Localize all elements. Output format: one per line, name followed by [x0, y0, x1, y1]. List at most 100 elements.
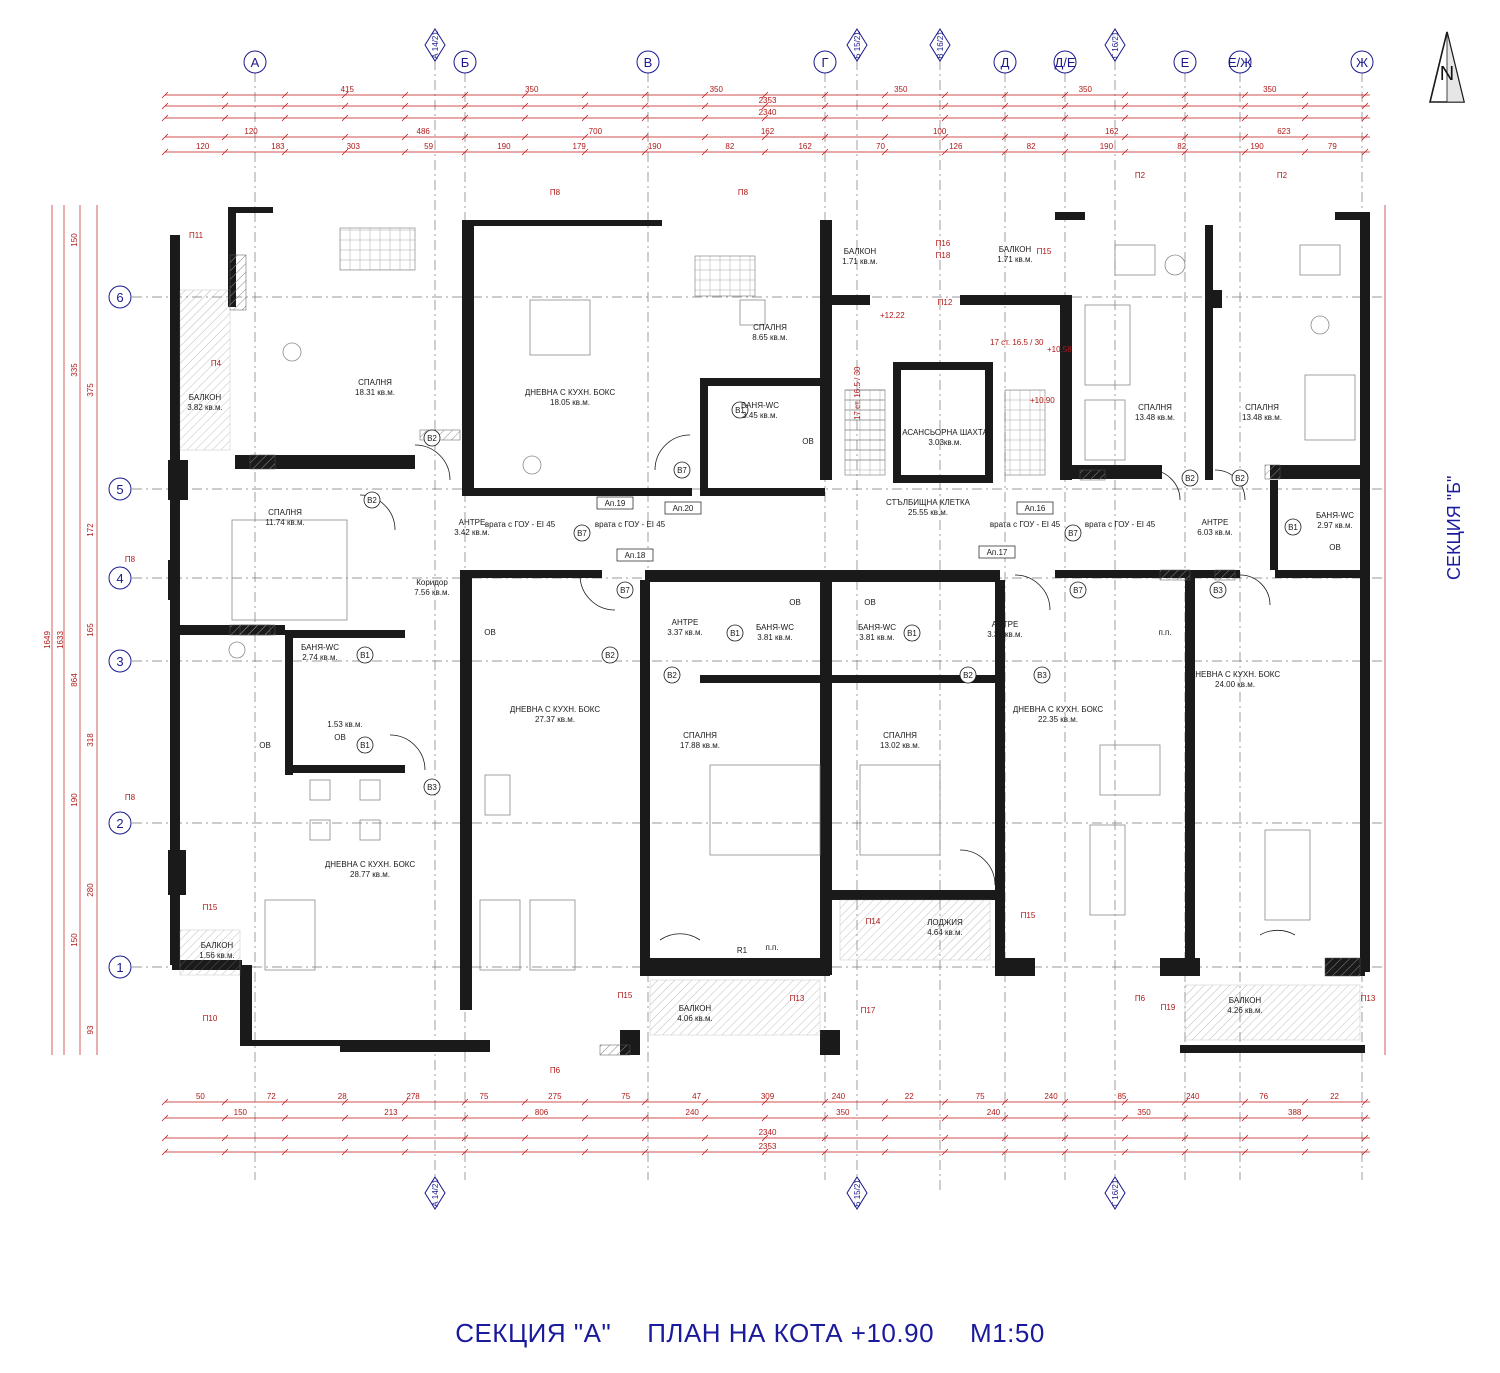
dimension-tick	[761, 1098, 769, 1106]
dimension-tick	[761, 1114, 769, 1122]
room-area: 3.81 кв.м.	[757, 633, 793, 642]
dimension-tick	[581, 148, 589, 156]
door-tag-text: В2	[427, 434, 437, 443]
dimension-tick	[401, 133, 409, 141]
dimension-text: 162	[798, 142, 812, 151]
apartment-label: Ап.17	[978, 545, 1016, 559]
dimension-text: 388	[1288, 1108, 1302, 1117]
room-area: 27.37 кв.м.	[535, 715, 575, 724]
section-marker: Б 15/21	[846, 28, 868, 62]
dimension-tick	[281, 1098, 289, 1106]
dimension-text: 350	[1137, 1108, 1151, 1117]
misc-label: п.п.	[1158, 628, 1171, 637]
section-marker: Г 16/21	[1104, 1176, 1126, 1210]
dimension-text: 335	[70, 363, 79, 377]
section-b-label: СЕКЦИЯ "Б"	[1444, 475, 1464, 580]
dimension-tick	[1361, 102, 1369, 110]
dimension-text: 120	[196, 142, 210, 151]
opening-tag: П15	[203, 903, 218, 912]
axis-row-label: 5	[116, 482, 123, 497]
opening-tag: П2	[1277, 171, 1288, 180]
misc-label: R1	[737, 946, 748, 955]
door-note-text: врата с ГОУ - EI 45	[990, 520, 1061, 529]
door-tag: В1	[356, 646, 374, 664]
opening-tag: П8	[738, 188, 749, 197]
room-name: ЛОДЖИЯ	[927, 918, 963, 927]
dimension-tick	[401, 114, 409, 122]
room-r17: БАНЯ-WC3.81 кв.м.	[756, 623, 794, 642]
dimension-text: 806	[535, 1108, 549, 1117]
dimension-tick	[701, 91, 709, 99]
axis-row-label: 1	[116, 960, 123, 975]
dimension-tick	[1121, 91, 1129, 99]
dimension-text: 190	[648, 142, 662, 151]
dimension-tick	[281, 1148, 289, 1156]
room-name: СПАЛНЯ	[358, 378, 392, 387]
dimension-tick	[1061, 1134, 1069, 1142]
opening-tag: П4	[211, 359, 222, 368]
room-name: СПАЛНЯ	[268, 508, 302, 517]
door-tag: В7	[673, 461, 691, 479]
dimension-tick	[1301, 133, 1309, 141]
dimension-tick	[281, 1134, 289, 1142]
axis-col-bubble: Д/Е	[1053, 50, 1077, 74]
dimension-tick	[1121, 1148, 1129, 1156]
section-marker-label: А 14/21	[431, 31, 440, 59]
dimension-tick	[161, 114, 169, 122]
dimension-tick	[341, 1134, 349, 1142]
room-area: 3.37 кв.м.	[667, 628, 703, 637]
dimension-tick	[641, 1134, 649, 1142]
door-tag: В7	[1064, 524, 1082, 542]
room-name: ДНЕВНА С КУХН. БОКС	[510, 705, 601, 714]
axis-col-label: В	[644, 55, 653, 70]
opening-tag: П10	[203, 1014, 218, 1023]
dimension-tick	[581, 114, 589, 122]
title-section: СЕКЦИЯ "А"	[455, 1318, 612, 1348]
dimension-text: 79	[1328, 142, 1337, 151]
dimension-tick	[521, 102, 529, 110]
opening-tag: П12	[938, 298, 953, 307]
section-marker-label: Г 16/21	[1111, 31, 1120, 58]
dimension-tick	[1241, 1098, 1249, 1106]
section-marker-label: Б 15/21	[853, 31, 862, 59]
dimension-tick	[461, 91, 469, 99]
dimension-tick	[941, 1134, 949, 1142]
door-tag-text: В1	[1288, 523, 1298, 532]
dimension-tick	[1361, 1098, 1369, 1106]
dimension-tick	[461, 148, 469, 156]
dimension-tick	[1121, 102, 1129, 110]
dimension-tick	[581, 1148, 589, 1156]
opening-tag: П6	[550, 1066, 561, 1075]
dimension-text: 150	[70, 933, 79, 947]
room-area: 4.64 кв.м.	[927, 928, 963, 937]
door-note-text: врата с ГОУ - EI 45	[485, 520, 556, 529]
axis-row-label: 3	[116, 654, 123, 669]
misc-label: п.п.	[765, 943, 778, 952]
dimension-text: 240	[1186, 1092, 1200, 1101]
dimension-tick	[401, 1148, 409, 1156]
opening-tag: П17	[861, 1006, 876, 1015]
dimension-tick	[1061, 1114, 1069, 1122]
dimension-tick	[1001, 114, 1009, 122]
dimension-tick	[341, 148, 349, 156]
room-r32: 1.53 кв.м.	[327, 720, 363, 729]
apartment-label: Ап.19	[596, 496, 634, 510]
dimension-tick	[1361, 133, 1369, 141]
wall-hatch	[229, 254, 1361, 1056]
dimension-tick	[1121, 1098, 1129, 1106]
room-name: БАЛКОН	[844, 247, 877, 256]
room-name: СПАЛНЯ	[683, 731, 717, 740]
door-note: врата с ГОУ - EI 45	[1085, 520, 1156, 529]
dimension-text: 415	[341, 85, 355, 94]
dimension-tick	[221, 133, 229, 141]
room-r14: БАНЯ-WC2.97 кв.м.	[1316, 511, 1354, 530]
dimension-text: 22	[1330, 1092, 1339, 1101]
